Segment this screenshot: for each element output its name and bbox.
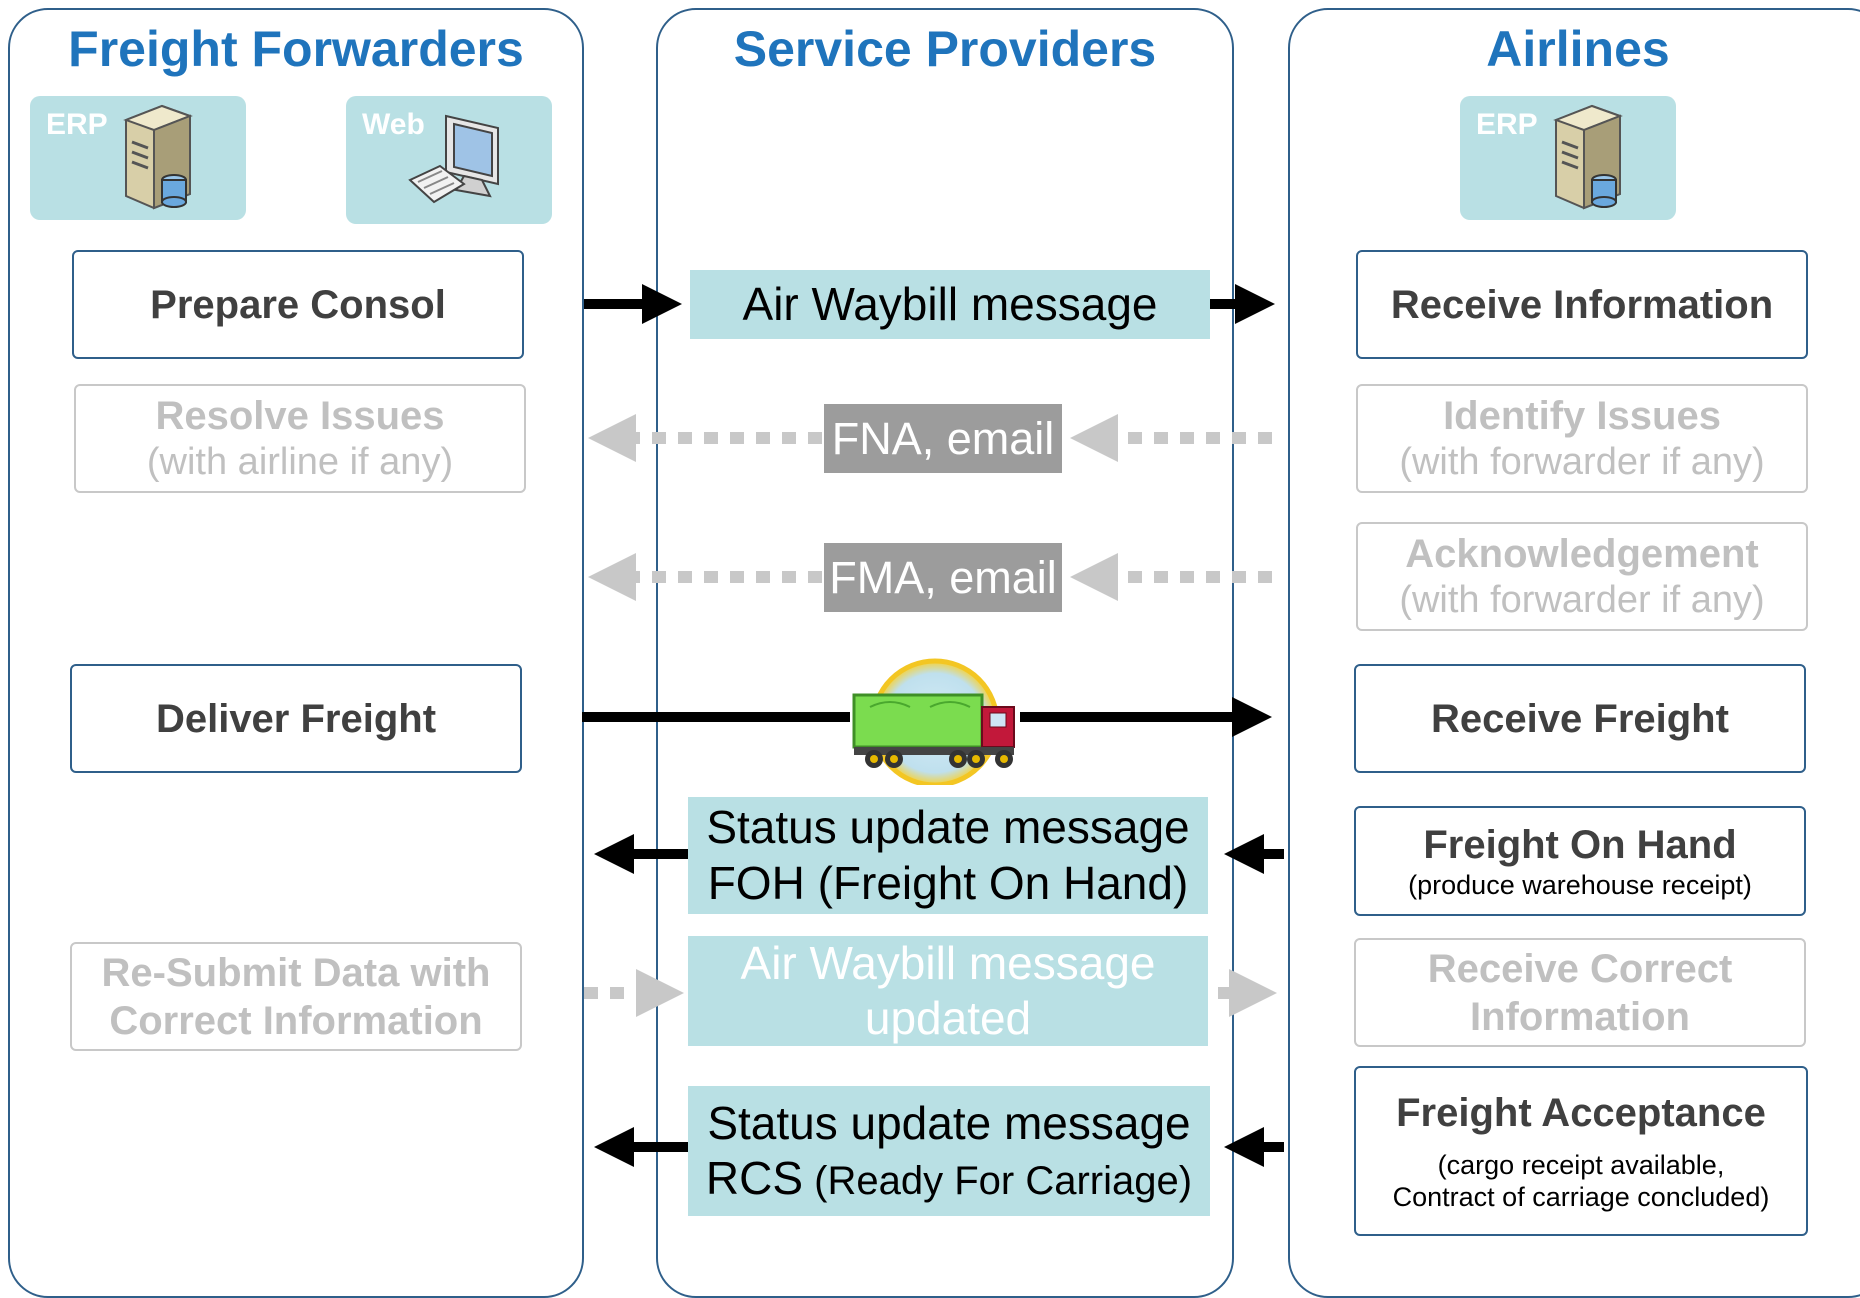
computer-icon: [408, 114, 499, 204]
lane-title-forwarders: Freight Forwarders: [68, 21, 524, 77]
message-status-foh: Status update message FOH (Freight On Ha…: [688, 797, 1208, 914]
step-sublabel: (produce warehouse receipt): [1408, 869, 1752, 900]
step-label: Freight On Hand: [1423, 822, 1737, 867]
message-status-rcs: Status update message RCS (Ready For Car…: [688, 1086, 1210, 1216]
step-receive-information: Receive Information: [1356, 250, 1808, 359]
message-air-waybill-updated: Air Waybill message updated: [688, 936, 1208, 1046]
step-sublabel: (with forwarder if any): [1399, 440, 1765, 483]
step-label-line2: Correct Information: [109, 998, 483, 1043]
step-label: Freight Acceptance: [1396, 1090, 1766, 1135]
message-line1: Status update message: [707, 1096, 1191, 1149]
message-label: Air Waybill message: [742, 277, 1158, 330]
step-prepare-consol: Prepare Consol: [72, 250, 524, 359]
step-acknowledgement: Acknowledgement (with forwarder if any): [1356, 522, 1808, 631]
message-line2: updated: [864, 992, 1032, 1044]
flow-arrows: [582, 284, 1284, 1167]
step-label-line1: Re-Submit Data with: [101, 950, 491, 995]
message-line1: Air Waybill message: [740, 936, 1156, 989]
rcs-code: RCS: [705, 1152, 804, 1204]
step-label-line1: Receive Correct: [1427, 946, 1733, 991]
step-receive-freight: Receive Freight: [1354, 664, 1806, 773]
step-label: Resolve Issues: [155, 393, 445, 438]
step-label: Prepare Consol: [150, 282, 446, 327]
message-fma-email: FMA, email: [824, 543, 1062, 612]
step-receive-correct-information: Receive Correct Information: [1354, 938, 1806, 1047]
step-sublabel: (with forwarder if any): [1399, 578, 1765, 621]
step-label: Identify Issues: [1443, 393, 1721, 438]
step-sublabel-line2: Contract of carriage concluded): [1392, 1182, 1770, 1212]
step-freight-on-hand: Freight On Hand (produce warehouse recei…: [1354, 806, 1806, 916]
message-label: FNA, email: [831, 412, 1055, 464]
message-line1: Status update message: [706, 801, 1190, 854]
lane-title-providers: Service Providers: [733, 21, 1157, 77]
rcs-description: (Ready For Carriage): [803, 1159, 1193, 1203]
truck-icon: [852, 658, 1015, 785]
erp-label: ERP: [46, 108, 108, 141]
message-line2: FOH (Freight On Hand): [707, 856, 1189, 909]
step-label-line2: Information: [1470, 994, 1690, 1039]
message-air-waybill: Air Waybill message: [690, 270, 1210, 339]
step-resolve-issues: Resolve Issues (with airline if any): [74, 384, 526, 493]
forwarder-web-system: Web: [346, 96, 552, 224]
step-identify-issues: Identify Issues (with forwarder if any): [1356, 384, 1808, 493]
step-resubmit-data: Re-Submit Data with Correct Information: [70, 942, 522, 1051]
web-label: Web: [362, 108, 425, 141]
forwarder-erp-system: ERP: [30, 96, 246, 220]
airline-erp-system: ERP: [1460, 96, 1676, 220]
lane-title-airlines: Airlines: [1486, 21, 1670, 77]
step-label: Receive Freight: [1431, 696, 1729, 741]
step-label: Receive Information: [1390, 282, 1774, 327]
server-icon: [1553, 104, 1623, 210]
erp-label: ERP: [1476, 108, 1538, 141]
step-label: Deliver Freight: [155, 696, 437, 741]
step-deliver-freight: Deliver Freight: [70, 664, 522, 773]
message-line2: RCS (Ready For Carriage): [706, 1151, 1192, 1206]
message-label: FMA, email: [829, 551, 1057, 603]
message-fna-email: FNA, email: [824, 404, 1062, 473]
step-sublabel: (with airline if any): [146, 440, 454, 483]
server-icon: [123, 104, 193, 210]
step-label: Acknowledgement: [1405, 531, 1759, 576]
step-sublabel-line1: (cargo receipt available,: [1437, 1149, 1725, 1180]
step-freight-acceptance: Freight Acceptance (cargo receipt availa…: [1354, 1066, 1808, 1236]
